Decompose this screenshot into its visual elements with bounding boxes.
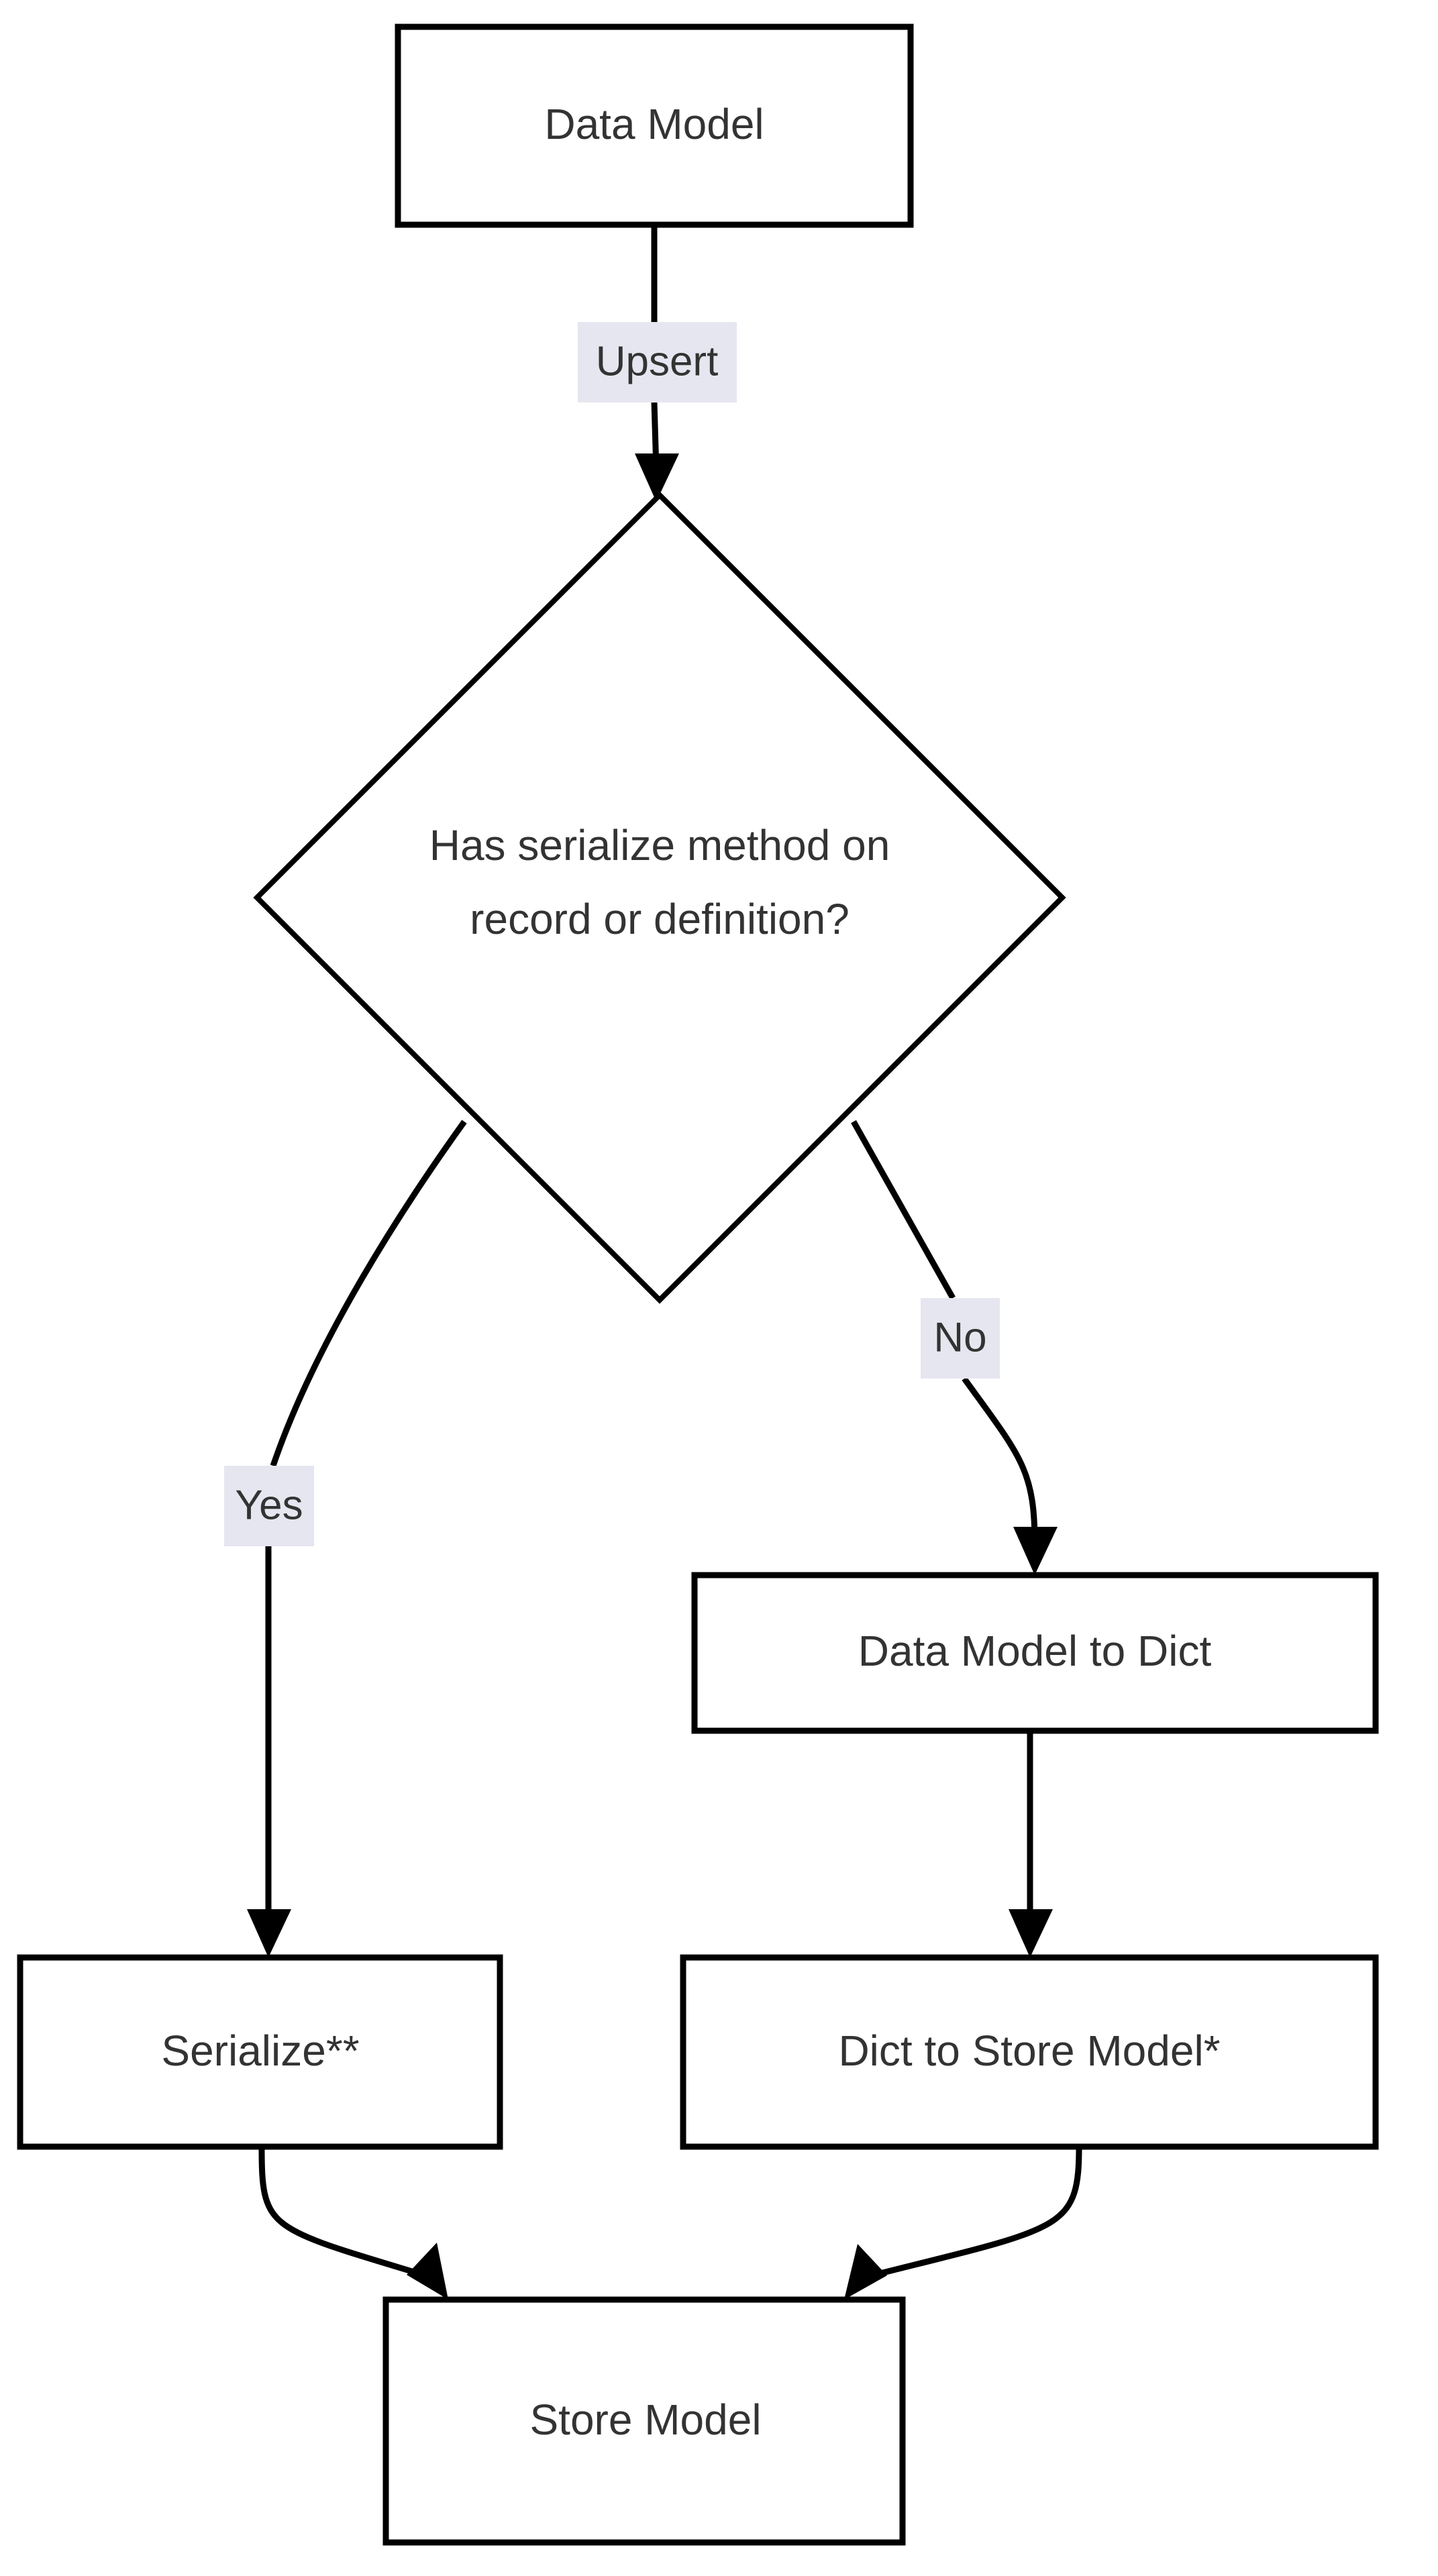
node-decision-diamond[interactable] bbox=[253, 491, 1066, 1304]
node-decision-label-line-2: record or definition? bbox=[470, 895, 850, 943]
edge-label-yes: Yes bbox=[224, 1466, 314, 1546]
edge-decision-to-data-model-to-dict bbox=[851, 1120, 1058, 1575]
edge-decision-to-serialize bbox=[247, 1120, 467, 1957]
node-data-model-box[interactable] bbox=[395, 23, 914, 228]
arrow-head-icon bbox=[407, 2243, 448, 2300]
edge-serialize-to-store-model bbox=[258, 2146, 448, 2300]
edge-dict-to-store-model-to-store-model bbox=[844, 2146, 1082, 2300]
node-store-model[interactable]: Store Model bbox=[382, 2296, 906, 2546]
edge-label-upsert-text: Upsert bbox=[596, 338, 719, 384]
node-serialize[interactable]: Serialize** bbox=[17, 1954, 503, 2150]
node-store-model-box[interactable] bbox=[382, 2296, 906, 2546]
edge-label-upsert-background bbox=[578, 322, 737, 402]
node-dict-to-store-model[interactable]: Dict to Store Model* bbox=[680, 1954, 1379, 2150]
node-dict-to-store-model-label: Dict to Store Model* bbox=[838, 2027, 1220, 2075]
edge-label-no-background bbox=[921, 1298, 1000, 1379]
edge-segment-upper bbox=[851, 1120, 956, 1300]
node-data-model-to-dict-box[interactable] bbox=[691, 1572, 1379, 1734]
edge-label-no: No bbox=[921, 1298, 1000, 1379]
edge-label-upsert: Upsert bbox=[578, 322, 737, 402]
node-data-model-label: Data Model bbox=[544, 100, 764, 148]
edge-data-model-to-decision bbox=[635, 225, 679, 502]
arrow-head-icon bbox=[635, 453, 679, 502]
node-dict-to-store-model-box[interactable] bbox=[680, 1954, 1379, 2150]
arrow-head-icon bbox=[1013, 1527, 1058, 1575]
node-data-model-to-dict[interactable]: Data Model to Dict bbox=[691, 1572, 1379, 1734]
node-decision-label-line-1: Has serialize method on bbox=[429, 821, 890, 869]
arrow-head-icon bbox=[844, 2244, 887, 2300]
arrow-head-icon bbox=[247, 1909, 291, 1957]
node-decision[interactable]: Has serialize method on record or defini… bbox=[253, 491, 1066, 1304]
edge-label-yes-text: Yes bbox=[235, 1482, 303, 1528]
node-data-model[interactable]: Data Model bbox=[395, 23, 914, 228]
edge-label-no-text: No bbox=[933, 1314, 986, 1360]
node-data-model-to-dict-label: Data Model to Dict bbox=[858, 1627, 1212, 1675]
edge-segment-curve bbox=[258, 2146, 444, 2284]
arrow-head-icon bbox=[1009, 1909, 1053, 1957]
node-store-model-label: Store Model bbox=[529, 2396, 761, 2444]
edge-segment-curve bbox=[270, 1120, 467, 1467]
edge-segment-curve bbox=[850, 2146, 1082, 2284]
edge-data-model-to-dict-to-dict-to-store-model bbox=[1009, 1731, 1053, 1957]
node-serialize-label: Serialize** bbox=[161, 2027, 359, 2075]
edge-segment-curve bbox=[962, 1377, 1038, 1544]
edge-label-yes-background bbox=[224, 1466, 314, 1546]
node-serialize-box[interactable] bbox=[17, 1954, 503, 2150]
